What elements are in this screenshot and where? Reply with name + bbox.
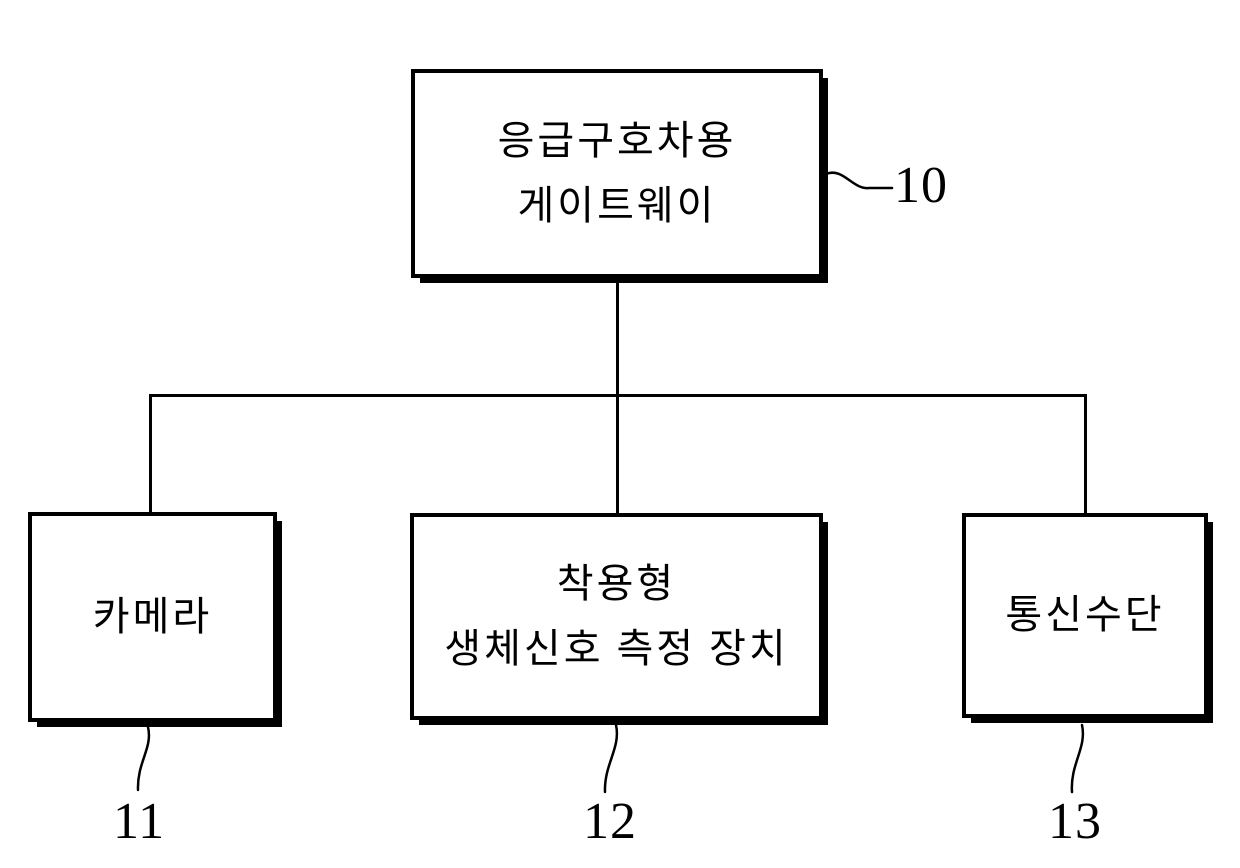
node-comm-box: 통신수단 (962, 513, 1208, 718)
connector-right-drop (1084, 394, 1087, 514)
node-biosignal-label-line2: 생체신호 측정 장치 (444, 625, 789, 671)
node-gateway-label-line2: 게이트웨이 (517, 182, 717, 228)
node-gateway-label: 응급구호차용 게이트웨이 (498, 109, 737, 239)
ref-label-10: 10 (894, 157, 948, 214)
node-gateway-label-line1: 응급구호차용 (497, 117, 737, 163)
connector-left-drop (149, 394, 152, 514)
node-biosignal-box: 착용형 생체신호 측정 장치 (410, 513, 823, 720)
node-gateway-box: 응급구호차용 게이트웨이 (411, 69, 823, 278)
node-camera-label: 카메라 (93, 585, 212, 650)
node-biosignal-label: 착용형 생체신호 측정 장치 (444, 552, 788, 682)
leader-line-13 (1070, 723, 1085, 794)
node-camera-label-line1: 카메라 (92, 593, 213, 639)
node-comm-label-line1: 통신수단 (1005, 592, 1165, 638)
node-biosignal-label-line1: 착용형 (556, 560, 677, 606)
leader-line-11 (136, 725, 151, 792)
leader-line-10 (824, 171, 894, 190)
ref-label-11: 11 (113, 793, 166, 850)
ref-label-12: 12 (583, 793, 637, 850)
leader-line-12 (603, 723, 619, 794)
node-comm-label: 통신수단 (1005, 583, 1164, 648)
node-camera-box: 카메라 (28, 512, 277, 722)
ref-label-13: 13 (1048, 793, 1102, 850)
connector-horizontal-bus (149, 394, 1087, 397)
